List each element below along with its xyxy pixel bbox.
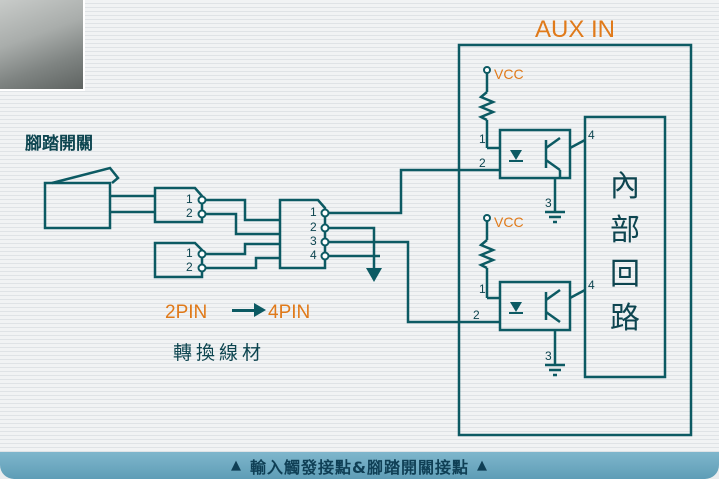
adapter-subtitle: 轉換線材 [173, 342, 265, 364]
pin-number: 2 [310, 220, 317, 234]
plug-4pin [278, 198, 327, 270]
pin-number: 1 [310, 205, 317, 219]
footswitch-body [43, 181, 112, 230]
footswitch-pedal [51, 166, 120, 185]
pin-number: 4 [588, 278, 595, 292]
vcc-top-label: VCC [494, 66, 524, 82]
aux-in-title: AUX IN [535, 16, 615, 43]
pin-number: 2 [186, 206, 193, 220]
pin-number: 1 [479, 282, 486, 296]
pin-number: 4 [310, 248, 317, 262]
triangle-up-icon: ▲ [476, 458, 488, 473]
vcc-bottom-label: VCC [494, 214, 524, 230]
pin-number: 1 [186, 246, 193, 260]
pin-number: 3 [310, 234, 317, 248]
triangle-up-icon: ▲ [231, 458, 243, 473]
internal-circuit-char: 內 [610, 169, 640, 204]
internal-circuit-char: 回 [610, 257, 640, 292]
adapter-title-target: 4PIN [268, 302, 310, 323]
pin-number: 3 [545, 196, 552, 210]
footer-caption: ▲ 輸入觸發接點&腳踏開關接點 ▲ [0, 452, 719, 479]
pin-number: 3 [545, 349, 552, 363]
footswitch-photo [0, 0, 85, 91]
plug-2pin-lower [153, 241, 204, 279]
pin-number: 2 [186, 260, 193, 274]
pin-number: 2 [479, 156, 486, 170]
plug-2pin-upper [153, 186, 204, 224]
internal-circuit-char: 路 [610, 301, 640, 336]
footswitch-label: 腳踏開關 [25, 134, 93, 154]
aux-in-box [457, 43, 693, 437]
pin-number: 4 [588, 128, 595, 142]
arrow-right-icon [254, 303, 266, 317]
pin-number: 2 [473, 308, 480, 322]
ground-arrow-icon [366, 268, 382, 282]
pin-number: 1 [479, 132, 486, 146]
pin-number: 1 [186, 192, 193, 206]
internal-circuit-box [583, 115, 667, 379]
adapter-title: 2PIN [165, 302, 207, 323]
internal-circuit-char: 部 [610, 213, 640, 248]
footer-text: 輸入觸發接點&腳踏開關接點 [250, 457, 469, 477]
